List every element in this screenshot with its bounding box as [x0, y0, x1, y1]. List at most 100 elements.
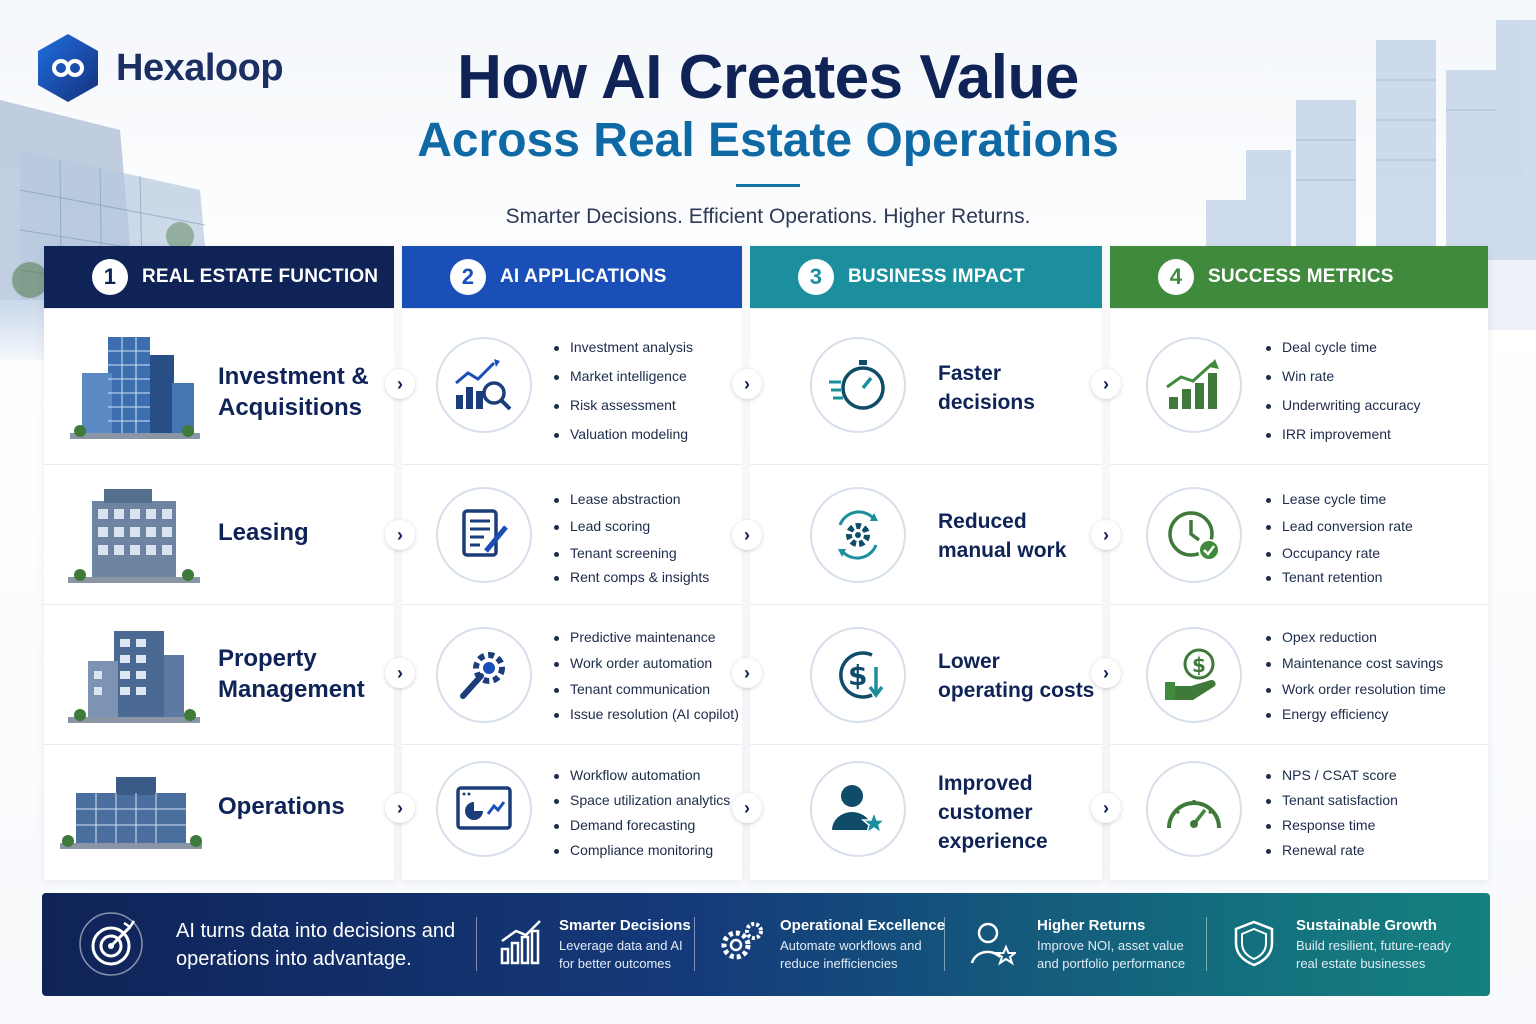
chevron-right-icon: › [732, 658, 762, 688]
office-tower-illustration [70, 337, 200, 439]
function-label: Leasing [218, 519, 309, 546]
value-matrix: 1 REAL ESTATE FUNCTION Investment &Acqui… [44, 246, 1488, 880]
list-item: Renewal rate [1266, 842, 1398, 867]
page-header: How AI Creates Value Across Real Estate … [0, 42, 1536, 229]
function-label: Operations [218, 793, 345, 820]
clock-check-icon [1146, 487, 1242, 583]
list-item: Space utilization analytics [554, 792, 730, 817]
list-item: Risk assessment [554, 397, 693, 426]
applications-row: Investment analysis Market intelligence … [402, 308, 742, 464]
application-list: Predictive maintenance Work order automa… [554, 629, 739, 731]
list-item: Work order resolution time [1266, 681, 1446, 706]
step-number: 1 [92, 259, 128, 295]
list-item: Predictive maintenance [554, 629, 739, 655]
list-item: Tenant retention [1266, 569, 1413, 593]
list-item: Tenant satisfaction [1266, 792, 1398, 817]
customer-star-icon [810, 761, 906, 857]
application-list: Lease abstraction Lead scoring Tenant sc… [554, 491, 709, 593]
summary-statement: AI turns data into decisions and operati… [176, 920, 456, 970]
divider [1206, 917, 1207, 971]
list-item: Opex reduction [1266, 629, 1446, 655]
column-header: 1 REAL ESTATE FUNCTION [44, 246, 394, 308]
list-item: Lead scoring [554, 518, 709, 545]
column-header: 4 SUCCESS METRICS [1110, 246, 1488, 308]
divider [694, 917, 695, 971]
wrench-gear-icon [436, 627, 532, 723]
column-header: 2 AI APPLICATIONS [402, 246, 742, 308]
application-list: Workflow automation Space utilization an… [554, 767, 730, 867]
list-item: Work order automation [554, 655, 739, 681]
metrics-list: Deal cycle time Win rate Underwriting ac… [1266, 339, 1421, 455]
gears-icon [721, 922, 763, 960]
column-title: SUCCESS METRICS [1208, 266, 1394, 287]
list-item: Market intelligence [554, 368, 693, 397]
page-subtitle: Across Real Estate Operations [417, 114, 1119, 167]
target-icon [79, 912, 143, 976]
list-item: Issue resolution (AI copilot) [554, 706, 739, 731]
chevron-right-icon: › [1091, 520, 1121, 550]
column-success-metrics: 4 SUCCESS METRICS Deal cycle time Win ra… [1110, 246, 1488, 880]
automation-gear-icon [810, 487, 906, 583]
bar-chart-icon [500, 920, 541, 965]
list-item: Lease cycle time [1266, 491, 1413, 518]
divider [944, 917, 945, 971]
step-number: 3 [798, 259, 834, 295]
list-item: Demand forecasting [554, 817, 730, 842]
svg-text:$: $ [848, 659, 867, 692]
title-divider [736, 184, 800, 187]
list-item: Compliance monitoring [554, 842, 730, 867]
list-item: Tenant communication [554, 681, 739, 706]
chevron-right-icon: › [732, 793, 762, 823]
divider [476, 917, 477, 971]
step-number: 2 [450, 259, 486, 295]
step-number: 4 [1158, 259, 1194, 295]
metrics-row: NPS / CSAT score Tenant satisfaction Res… [1110, 744, 1488, 880]
stopwatch-icon [810, 337, 906, 433]
dashboard-icon [436, 761, 532, 857]
list-item: Lease abstraction [554, 491, 709, 518]
shield-check-icon [1234, 920, 1274, 967]
application-list: Investment analysis Market intelligence … [554, 339, 693, 455]
chevron-right-icon: › [385, 793, 415, 823]
column-title: REAL ESTATE FUNCTION [142, 266, 379, 287]
svg-text:$: $ [1192, 653, 1206, 677]
metrics-list: NPS / CSAT score Tenant satisfaction Res… [1266, 767, 1398, 867]
list-item: NPS / CSAT score [1266, 767, 1398, 792]
list-item: Win rate [1266, 368, 1421, 397]
function-row-investment: Investment &Acquisitions [44, 308, 394, 464]
column-title: AI APPLICATIONS [500, 266, 667, 287]
brand-name: Hexaloop [116, 46, 284, 89]
person-star-icon [970, 922, 1016, 966]
list-item: Rent comps & insights [554, 569, 709, 593]
cost-reduction-icon: $ [810, 627, 906, 723]
applications-row: Lease abstraction Lead scoring Tenant sc… [402, 464, 742, 604]
list-item: IRR improvement [1266, 426, 1421, 455]
function-row-leasing: Leasing [44, 464, 394, 604]
list-item: Investment analysis [554, 339, 693, 368]
metrics-list: Opex reduction Maintenance cost savings … [1266, 629, 1446, 731]
list-item: Lead conversion rate [1266, 518, 1413, 545]
gauge-icon [1146, 761, 1242, 857]
metrics-list: Lease cycle time Lead conversion rate Oc… [1266, 491, 1413, 593]
column-title: BUSINESS IMPACT [848, 266, 1025, 287]
list-item: Maintenance cost savings [1266, 655, 1446, 681]
metrics-row: $ Opex reduction Maintenance cost saving… [1110, 604, 1488, 744]
list-item: Workflow automation [554, 767, 730, 792]
list-item: Response time [1266, 817, 1398, 842]
applications-row: Predictive maintenance Work order automa… [402, 604, 742, 744]
list-item: Tenant screening [554, 545, 709, 569]
applications-row: Workflow automation Space utilization an… [402, 744, 742, 880]
